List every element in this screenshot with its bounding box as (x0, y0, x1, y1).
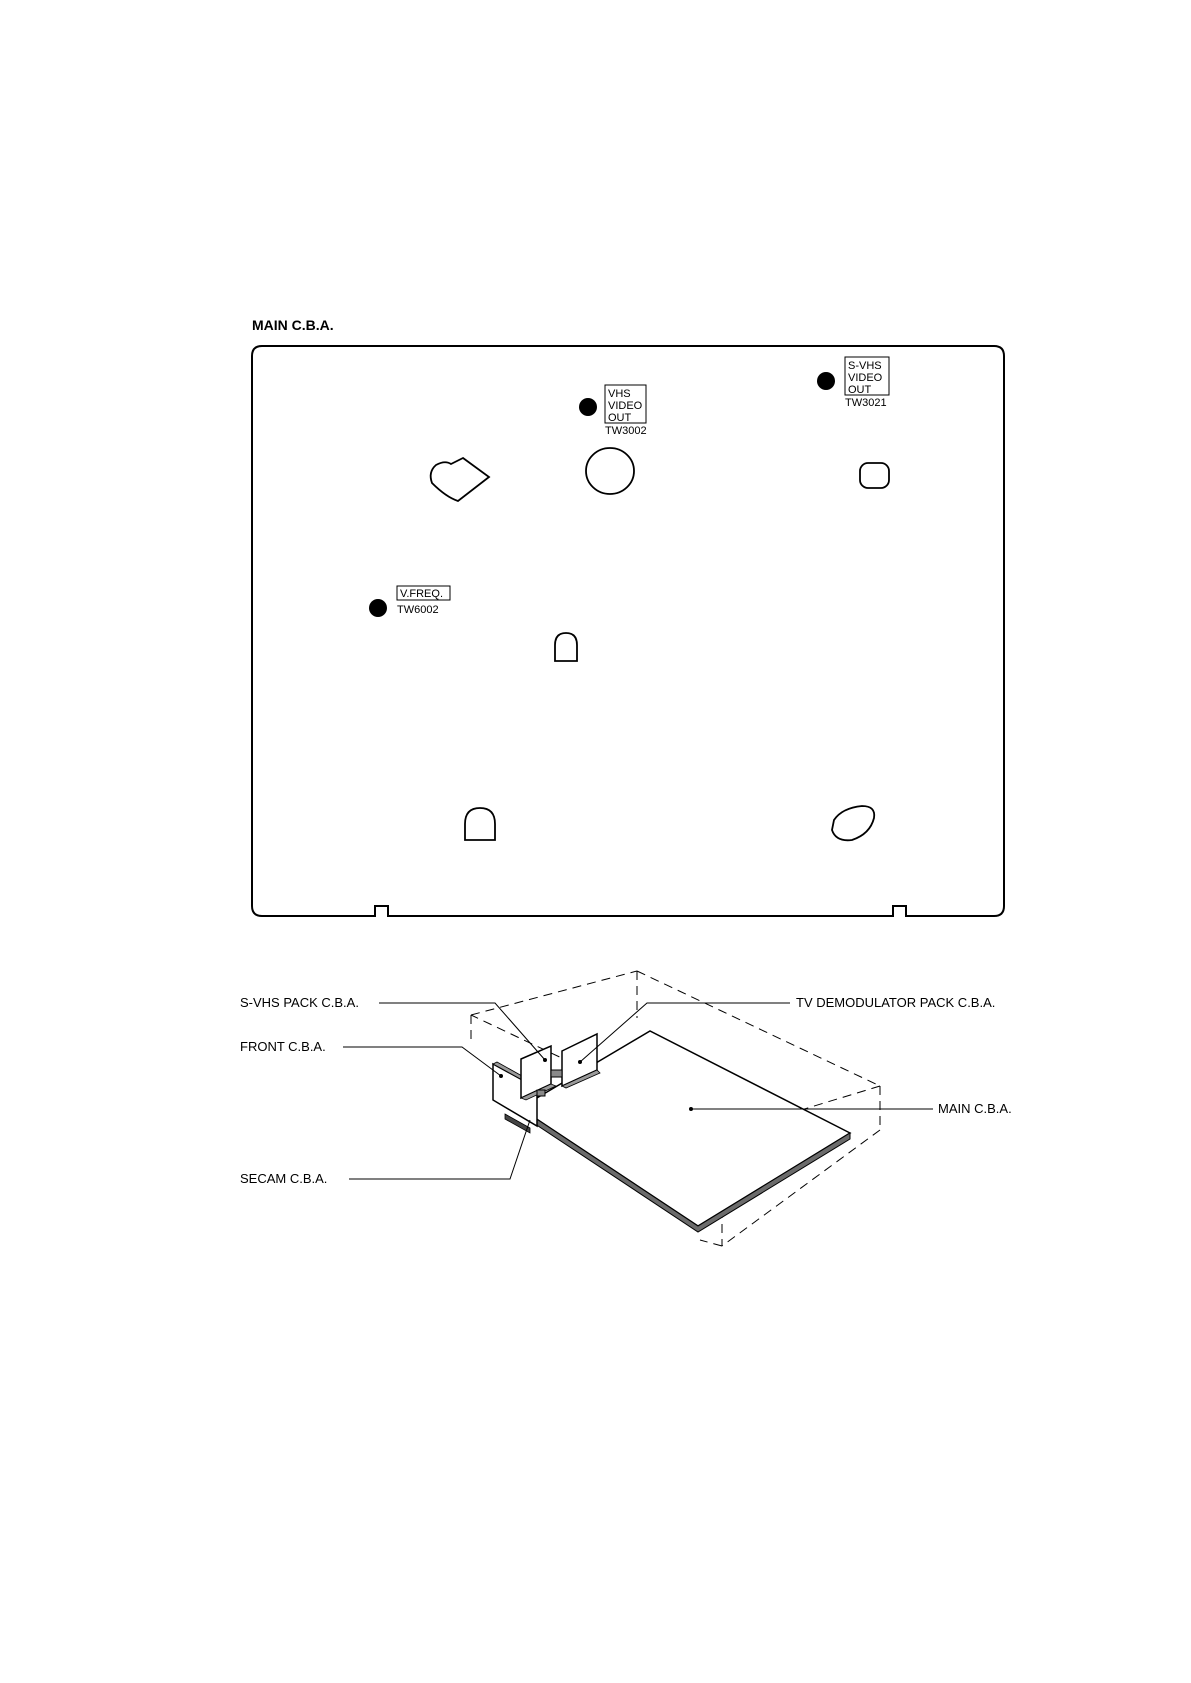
exploded-view: S-VHS PACK C.B.A. TV DEMODULATOR PACK C.… (240, 971, 1012, 1246)
test-point-tw3002: VHS VIDEO OUT TW3002 (579, 385, 647, 437)
box-line: S-VHS (848, 360, 882, 372)
callout-svhs-pack: S-VHS PACK C.B.A. (240, 995, 359, 1010)
heart-hole (431, 458, 489, 501)
box-line: VIDEO (848, 372, 883, 384)
callout-tv-demodulator: TV DEMODULATOR PACK C.B.A. (796, 995, 995, 1010)
callout-main: MAIN C.B.A. (938, 1101, 1012, 1116)
test-point-id: TW3002 (605, 425, 647, 437)
test-point-id: TW3021 (845, 397, 887, 409)
round-hole (586, 448, 634, 494)
arch-hole (465, 808, 495, 840)
box-line: OUT (848, 384, 872, 396)
box-line: VIDEO (608, 400, 643, 412)
box-line: OUT (608, 412, 632, 424)
test-point-tw3021: S-VHS VIDEO OUT TW3021 (817, 357, 889, 409)
oval-hole (832, 806, 874, 840)
callout-front: FRONT C.B.A. (240, 1039, 326, 1054)
board-title: MAIN C.B.A. (252, 317, 334, 333)
callout-secam: SECAM C.B.A. (240, 1171, 327, 1186)
box-line: V.FREQ. (400, 588, 443, 600)
test-point-dot (817, 372, 835, 390)
square-hole (860, 463, 889, 488)
test-point-id: TW6002 (397, 604, 439, 616)
box-line: VHS (608, 388, 631, 400)
test-point-dot (579, 398, 597, 416)
small-slot-hole (555, 633, 577, 661)
test-point-dot (369, 599, 387, 617)
test-point-tw6002: V.FREQ. TW6002 (369, 586, 450, 617)
